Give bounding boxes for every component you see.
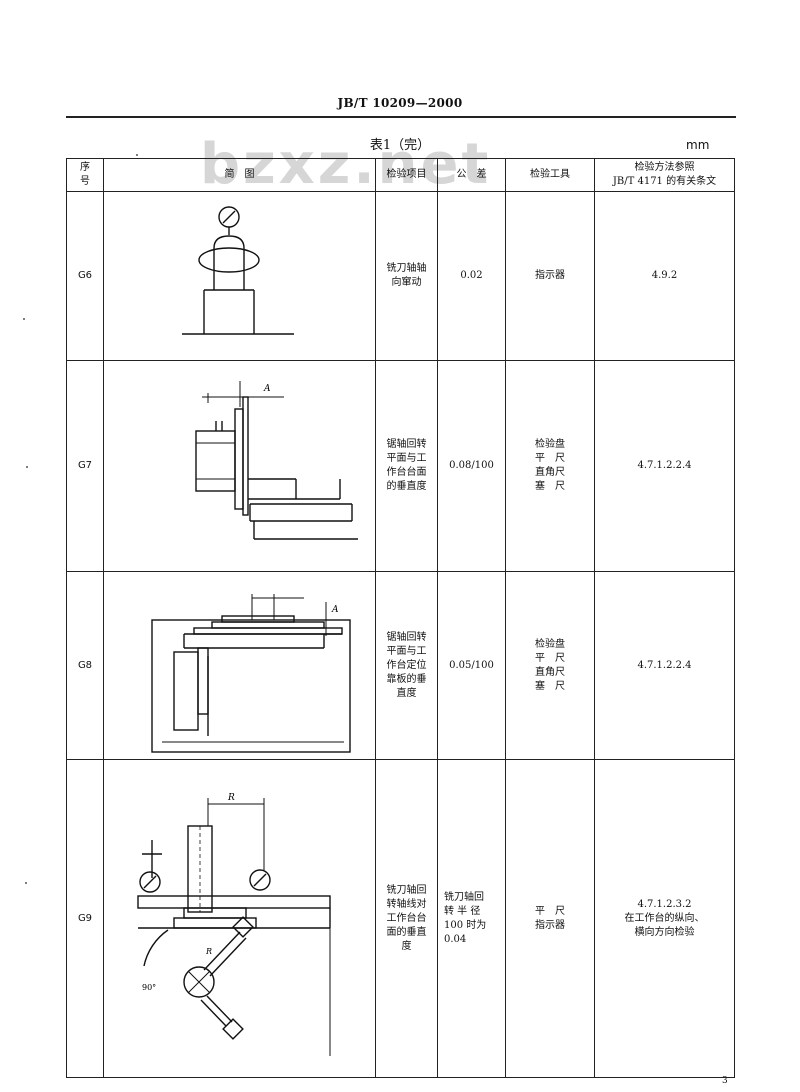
scan-speck xyxy=(23,318,25,320)
col-header-seq: 序号 xyxy=(66,158,104,192)
row-tolerance: 0.08/100 xyxy=(437,360,506,572)
row-tools: 指示器 xyxy=(505,191,595,361)
col-header-sketch: 简 图 xyxy=(103,158,376,192)
row-seq: G8 xyxy=(66,571,104,760)
row-tolerance: 0.05/100 xyxy=(437,571,506,760)
col-header-tolerance: 公 差 xyxy=(437,158,506,192)
angle-label: 90° xyxy=(142,983,156,992)
row-item: 锯轴回转平面与工 作台定位靠板的垂 直度 xyxy=(375,571,438,760)
header-rule xyxy=(66,116,736,118)
sketch-cell: A xyxy=(103,571,376,760)
row-item: 铣刀轴回转轴线对 工作台台面的垂直 度 xyxy=(375,759,438,1078)
table-row: G6 xyxy=(66,191,735,361)
row-seq: G9 xyxy=(66,759,104,1078)
sketch-cell: R 90° R xyxy=(103,759,376,1078)
standard-number: JB/T 10209—2000 xyxy=(337,96,463,110)
table-row: G9 xyxy=(66,759,735,1078)
row-item: 铣刀轴轴向窜动 xyxy=(375,191,438,361)
row-tools: 平 尺指示器 xyxy=(505,759,595,1078)
row-reference: 4.7.1.2.2.4 xyxy=(594,571,735,760)
page-number: 3 xyxy=(722,1076,728,1086)
row-tools: 检验盘平 尺 直角尺塞 尺 xyxy=(505,571,595,760)
row-seq: G6 xyxy=(66,191,104,361)
axial-runout-sketch xyxy=(182,206,294,335)
row-reference: 4.9.2 xyxy=(594,191,735,361)
saw-plane-fence-sketch: A xyxy=(151,594,351,753)
scan-speck xyxy=(26,466,28,468)
table-row: G8 xyxy=(66,571,735,760)
row-item: 锯轴回转平面与工 作台台面的垂直度 xyxy=(375,360,438,572)
dimension-label: A xyxy=(263,384,271,394)
row-seq: G7 xyxy=(66,360,104,572)
saw-plane-table-sketch: A xyxy=(195,381,358,540)
row-tools: 检验盘平 尺 直角尺塞 尺 xyxy=(505,360,595,572)
scan-speck xyxy=(25,882,27,884)
radius-label: R xyxy=(227,793,235,803)
dimension-label: A xyxy=(331,605,339,615)
col-header-item: 检验项目 xyxy=(375,158,438,192)
table-title: 表1（完） xyxy=(369,138,431,153)
scan-speck xyxy=(136,154,138,156)
sketch-cell xyxy=(103,191,376,361)
row-tolerance: 0.02 xyxy=(437,191,506,361)
table-row: G7 xyxy=(66,360,735,572)
unit-label: mm xyxy=(686,138,710,152)
small-radius-label: R xyxy=(205,947,212,956)
spindle-axis-sketch: R 90° R xyxy=(137,793,331,1056)
col-header-tools: 检验工具 xyxy=(505,158,595,192)
sketch-cell: A xyxy=(103,360,376,572)
row-reference: 4.7.1.2.2.4 xyxy=(594,360,735,572)
